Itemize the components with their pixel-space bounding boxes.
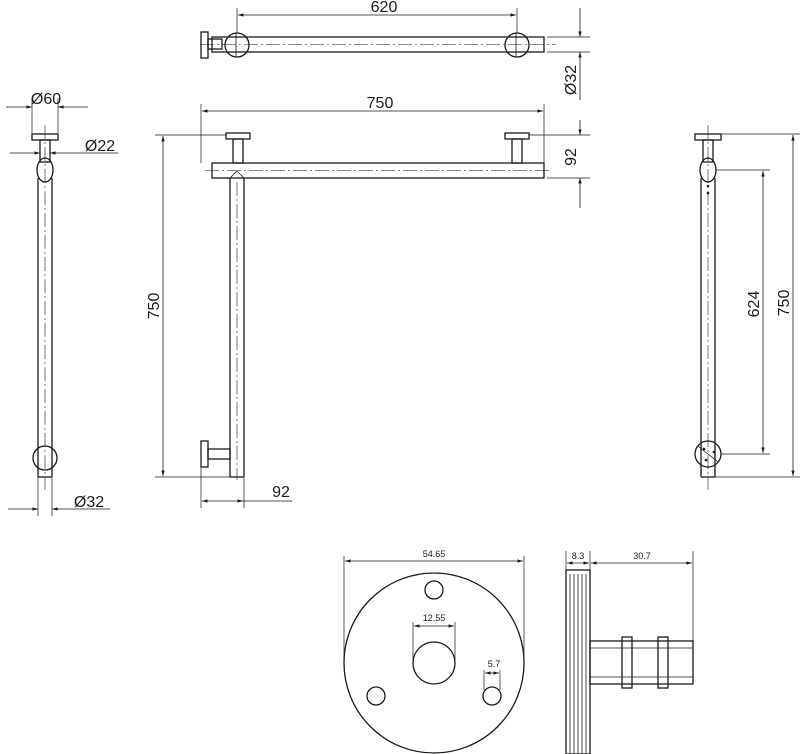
- flange-center-hole-dimension: 12.55: [412, 613, 456, 660]
- flange-small-hole-label: 5.7: [488, 659, 501, 669]
- right-side-bar: [694, 125, 722, 490]
- flange-center-hole: [412, 641, 456, 685]
- top-diameter-dimension: Ø32: [547, 8, 590, 100]
- front-bottom-offset-dimension: 92: [200, 467, 292, 508]
- front-width-dimension: 750: [200, 95, 545, 163]
- top-length-dimension: 620: [236, 0, 518, 33]
- left-flange-dimension: Ø60: [6, 91, 88, 133]
- front-width-label: 750: [367, 95, 394, 112]
- front-offset-label: 92: [563, 148, 580, 166]
- front-bottom-offset-label: 92: [272, 484, 290, 501]
- right-inner-label: 624: [746, 291, 763, 318]
- left-tube-dimension: Ø32: [8, 477, 110, 516]
- front-horizontal-bar: [205, 162, 552, 179]
- flange-diameter-label: 54.65: [423, 549, 446, 559]
- front-offset-dimension: 92: [529, 120, 590, 208]
- profile-connector: [589, 636, 694, 689]
- left-tube-label: Ø32: [74, 494, 104, 511]
- right-outer-label: 750: [776, 290, 793, 317]
- profile-detail: 8.3 30.7: [565, 551, 694, 754]
- right-outer-dimension: 750: [715, 133, 800, 478]
- front-top-posts: [225, 132, 530, 164]
- profile-plate-grooves: [569, 574, 587, 754]
- left-post-dimension: Ø22: [10, 138, 118, 155]
- flange-left-hole: [366, 686, 386, 706]
- profile-thickness-label: 8.3: [572, 551, 585, 561]
- front-height-label: 750: [146, 293, 163, 320]
- flange-right-hole: [482, 686, 502, 706]
- profile-depth-label: 30.7: [633, 551, 651, 561]
- flange-detail: 54.65 12.55 5.7: [343, 549, 525, 754]
- top-view-bar: [200, 31, 556, 59]
- front-view: 750 92 750 92: [146, 95, 590, 508]
- profile-thickness-dimension: 8.3: [565, 551, 591, 570]
- top-diameter-label: Ø32: [563, 65, 580, 95]
- right-inner-dimension: 624: [716, 169, 770, 455]
- right-side-view: 624 750: [694, 125, 800, 490]
- left-side-bar: [31, 125, 59, 490]
- profile-depth-dimension: 30.7: [591, 551, 694, 641]
- front-height-dimension: 750: [146, 134, 230, 478]
- left-flange-label: Ø60: [31, 91, 61, 108]
- left-side-view: Ø60 Ø22 Ø32: [6, 91, 118, 516]
- flange-diameter-dimension: 54.65: [343, 549, 525, 663]
- front-bottom-flange: [200, 440, 231, 468]
- top-length-label: 620: [371, 0, 398, 16]
- flange-small-hole-dimension: 5.7: [483, 659, 501, 690]
- left-post-label: Ø22: [85, 138, 115, 155]
- front-vertical-bar: [229, 170, 245, 480]
- top-view: 620 Ø32: [200, 0, 590, 100]
- flange-center-hole-label: 12.55: [423, 613, 446, 623]
- flange-top-hole: [424, 580, 444, 600]
